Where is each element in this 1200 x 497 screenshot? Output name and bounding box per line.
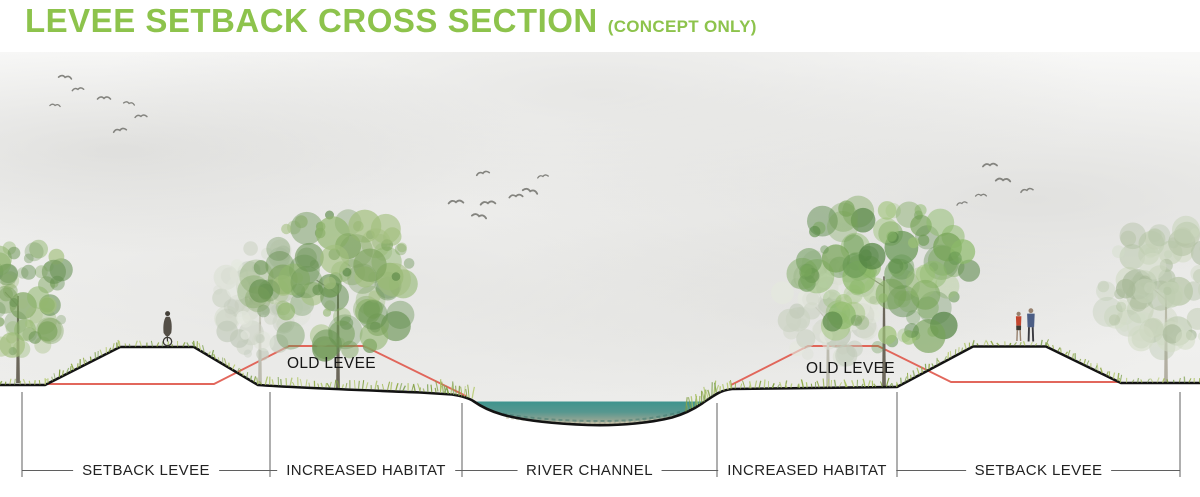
- tree: [0, 239, 73, 383]
- tree: [786, 195, 981, 388]
- dimension-label-setback-levee-right: SETBACK LEVEE: [965, 461, 1112, 480]
- bird-flock-left-icon: [49, 74, 148, 134]
- dimension-label-increased-habitat-left: INCREASED HABITAT: [277, 461, 455, 480]
- old-levee-label-left: OLD LEVEE: [287, 355, 376, 372]
- sky-background: [0, 52, 1200, 402]
- dimension-label-river-channel: RIVER CHANNEL: [517, 461, 662, 480]
- tree: [237, 209, 418, 388]
- old-levee-label-right: OLD LEVEE: [806, 360, 895, 377]
- old-levee-outline-left: [48, 345, 467, 397]
- old-levee-outlines: [48, 345, 1121, 397]
- page-title-qualifier: (CONCEPT ONLY): [607, 17, 757, 36]
- walking-couple-figure: [1015, 308, 1035, 342]
- old-levee-outline-right: [730, 345, 1121, 386]
- grass-layer: [0, 339, 1200, 412]
- tree: [1092, 215, 1200, 383]
- title-bar: LEVEE SETBACK CROSS SECTION (CONCEPT ONL…: [25, 2, 757, 40]
- dimension-label-increased-habitat-right: INCREASED HABITAT: [718, 461, 896, 480]
- ground-fill: [0, 346, 1200, 497]
- page-title: LEVEE SETBACK CROSS SECTION: [25, 2, 598, 39]
- cyclist-figure: [162, 311, 173, 347]
- birds-layer: [49, 74, 1034, 220]
- trees-layer: [0, 195, 1200, 388]
- bird-flock-right-icon: [956, 162, 1034, 206]
- bird-flock-center-icon: [447, 170, 549, 220]
- dimension-label-setback-levee-left: SETBACK LEVEE: [73, 461, 219, 480]
- water-texture-dark: [495, 411, 681, 423]
- terrain-line: [0, 345, 1200, 427]
